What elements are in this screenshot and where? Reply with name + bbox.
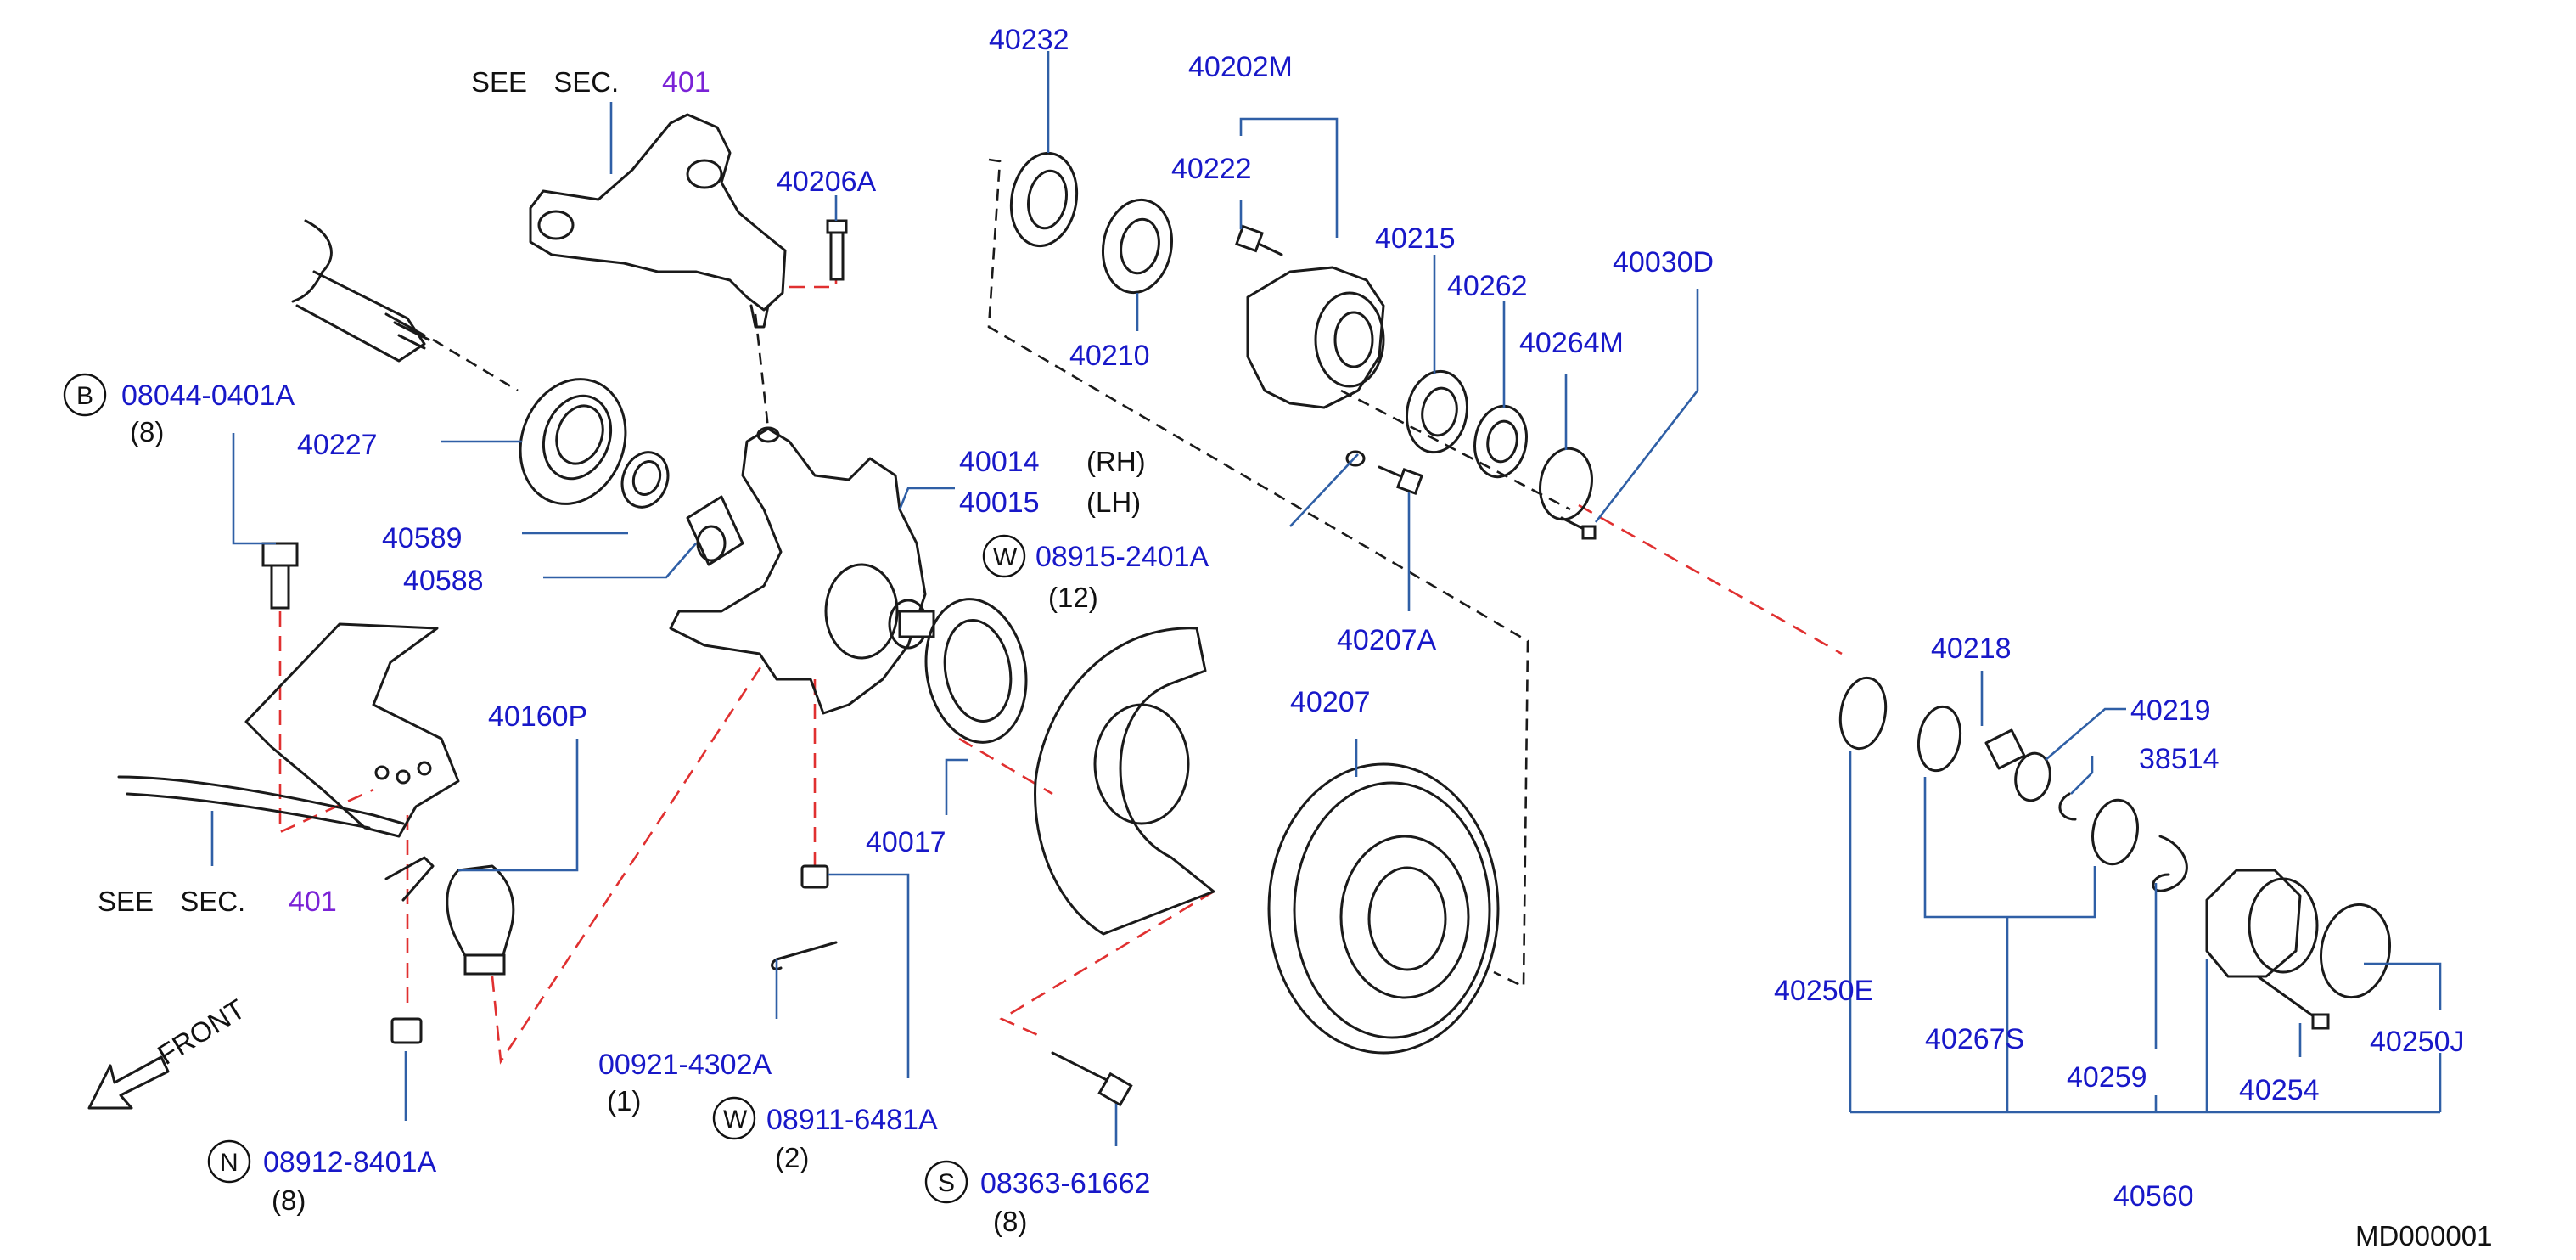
washer-small: [1345, 450, 1366, 467]
part-label-40219[interactable]: 40219: [2130, 695, 2211, 727]
cotter-pin-00921: [771, 941, 838, 970]
prefix-letter: N: [220, 1149, 239, 1177]
part-label-40218[interactable]: 40218: [1931, 633, 2012, 665]
castle-nut-08911: [800, 864, 829, 889]
prefix-badge: [982, 534, 1026, 578]
upper-control-arm: [529, 113, 787, 329]
wheel-hub-40202M: [1246, 266, 1385, 409]
part-label-40250E[interactable]: 40250E: [1774, 975, 1873, 1007]
prefix-letter: B: [76, 382, 93, 410]
drawing-id: MD000001: [2355, 1220, 2492, 1252]
part-label-40267S[interactable]: 40267S: [1925, 1023, 2024, 1055]
lower-arm-plate: [117, 622, 460, 838]
fastener-n08912[interactable]: N 08912-8401A (8): [207, 1139, 437, 1216]
bolt-40207A: [1378, 465, 1424, 496]
fastener-qty: (12): [1048, 582, 1098, 613]
front-label: FRONT: [152, 993, 250, 1071]
bearing-40227: [519, 378, 627, 505]
part-label-00921-qty: (1): [607, 1085, 641, 1117]
plate-40264M: [1539, 447, 1593, 521]
part-label-40207[interactable]: 40207: [1290, 686, 1371, 718]
bushing-40588: [686, 495, 744, 566]
prefix-letter: W: [993, 543, 1018, 571]
part-label-40588[interactable]: 40588: [403, 565, 484, 597]
fastener-w08911[interactable]: W 08911-6481A (2): [712, 1096, 938, 1173]
bearing-40210: [1101, 198, 1174, 295]
part-label-40160P[interactable]: 40160P: [488, 700, 587, 733]
prefix-badge: [924, 1160, 968, 1204]
part-label-40017[interactable]: 40017: [866, 826, 946, 858]
fastener-qty: (8): [993, 1206, 1027, 1237]
part-label-40014[interactable]: 40014: [959, 446, 1040, 478]
fastener-s08363[interactable]: S 08363-61662 (8): [924, 1160, 1150, 1237]
bolt-08044: [261, 542, 299, 610]
part-label-40589[interactable]: 40589: [382, 522, 463, 554]
part-label-40206A[interactable]: 40206A: [777, 166, 877, 198]
locking-hub-parts: [1917, 705, 2188, 892]
prefix-badge: [712, 1096, 756, 1140]
prefix-badge: [63, 373, 107, 417]
fastener-qty: (8): [272, 1184, 306, 1216]
fastener-w08915[interactable]: W 08915-2401A (12): [982, 534, 1209, 613]
hub-bolt-40222: [1235, 224, 1283, 256]
fastener-code: 08911-6481A: [766, 1104, 938, 1136]
fastener-code: 08363-61662: [980, 1167, 1150, 1200]
nut-08912: [390, 1017, 423, 1044]
prefix-badge: [207, 1139, 251, 1184]
part-label-40262[interactable]: 40262: [1447, 270, 1528, 302]
part-label-40560[interactable]: 40560: [2113, 1180, 2194, 1212]
prefix-letter: S: [938, 1169, 955, 1197]
bearing-40215: [1406, 369, 1468, 454]
drive-shaft: [291, 219, 430, 363]
part-label-40232[interactable]: 40232: [989, 24, 1069, 56]
steering-knuckle: [669, 426, 935, 715]
free-running-hub: [2205, 869, 2392, 999]
part-label-40207A[interactable]: 40207A: [1337, 624, 1437, 656]
part-label-40259[interactable]: 40259: [2067, 1061, 2147, 1094]
fastener-qty: (2): [775, 1142, 809, 1173]
fastener-code: 08044-0401A: [121, 380, 295, 412]
front-arrow-icon: [87, 1055, 170, 1110]
fastener-code: 08915-2401A: [1035, 541, 1209, 573]
brake-rotor-40207: [1267, 762, 1500, 1055]
see-sec-bottom-ref[interactable]: 401: [289, 886, 337, 918]
fastener-code: 08912-8401A: [263, 1146, 437, 1178]
part-label-40215[interactable]: 40215: [1375, 222, 1456, 255]
part-label-38514[interactable]: 38514: [2139, 743, 2220, 775]
fastener-b08044[interactable]: B 08044-0401A (8): [63, 373, 295, 447]
ball-joint-40160P: [384, 856, 515, 976]
bolt-40206A: [826, 219, 848, 281]
lock-washer-40262: [1473, 404, 1528, 479]
oil-seal-40232: [1009, 151, 1079, 248]
part-label-40222[interactable]: 40222: [1171, 153, 1252, 185]
part-label-40264M[interactable]: 40264M: [1519, 327, 1624, 359]
part-label-40210[interactable]: 40210: [1069, 340, 1150, 372]
bolt-40254: [2256, 975, 2330, 1030]
black-dashed-guides: [432, 158, 1571, 989]
bolt-08363: [1051, 1051, 1133, 1107]
fastener-qty: (8): [130, 416, 164, 447]
part-label-40015[interactable]: 40015: [959, 487, 1040, 519]
part-label-00921[interactable]: 00921-4302A: [598, 1049, 772, 1081]
part-label-40030D[interactable]: 40030D: [1613, 246, 1714, 278]
o-ring-40250E: [1838, 676, 1888, 751]
part-label-40202M[interactable]: 40202M: [1188, 51, 1293, 83]
part-label-40227[interactable]: 40227: [297, 429, 378, 461]
leader-lines: [210, 51, 2442, 1146]
seal-40589: [620, 451, 670, 509]
screw-40030D: [1560, 516, 1597, 540]
see-sec-bottom-text: SEE SEC.: [98, 886, 245, 917]
see-sec-top-text: SEE SEC.: [471, 66, 619, 98]
part-label-40254[interactable]: 40254: [2239, 1074, 2320, 1106]
dust-shield: [1034, 627, 1215, 936]
part-label-40015-side: (LH): [1086, 487, 1141, 518]
prefix-letter: W: [723, 1105, 748, 1133]
part-label-40014-side: (RH): [1086, 446, 1146, 477]
red-dashed-guides: [278, 270, 1843, 1065]
seal-plate-40017: [924, 598, 1028, 744]
see-sec-top-ref[interactable]: 401: [662, 66, 710, 98]
part-label-40250J[interactable]: 40250J: [2370, 1026, 2465, 1058]
